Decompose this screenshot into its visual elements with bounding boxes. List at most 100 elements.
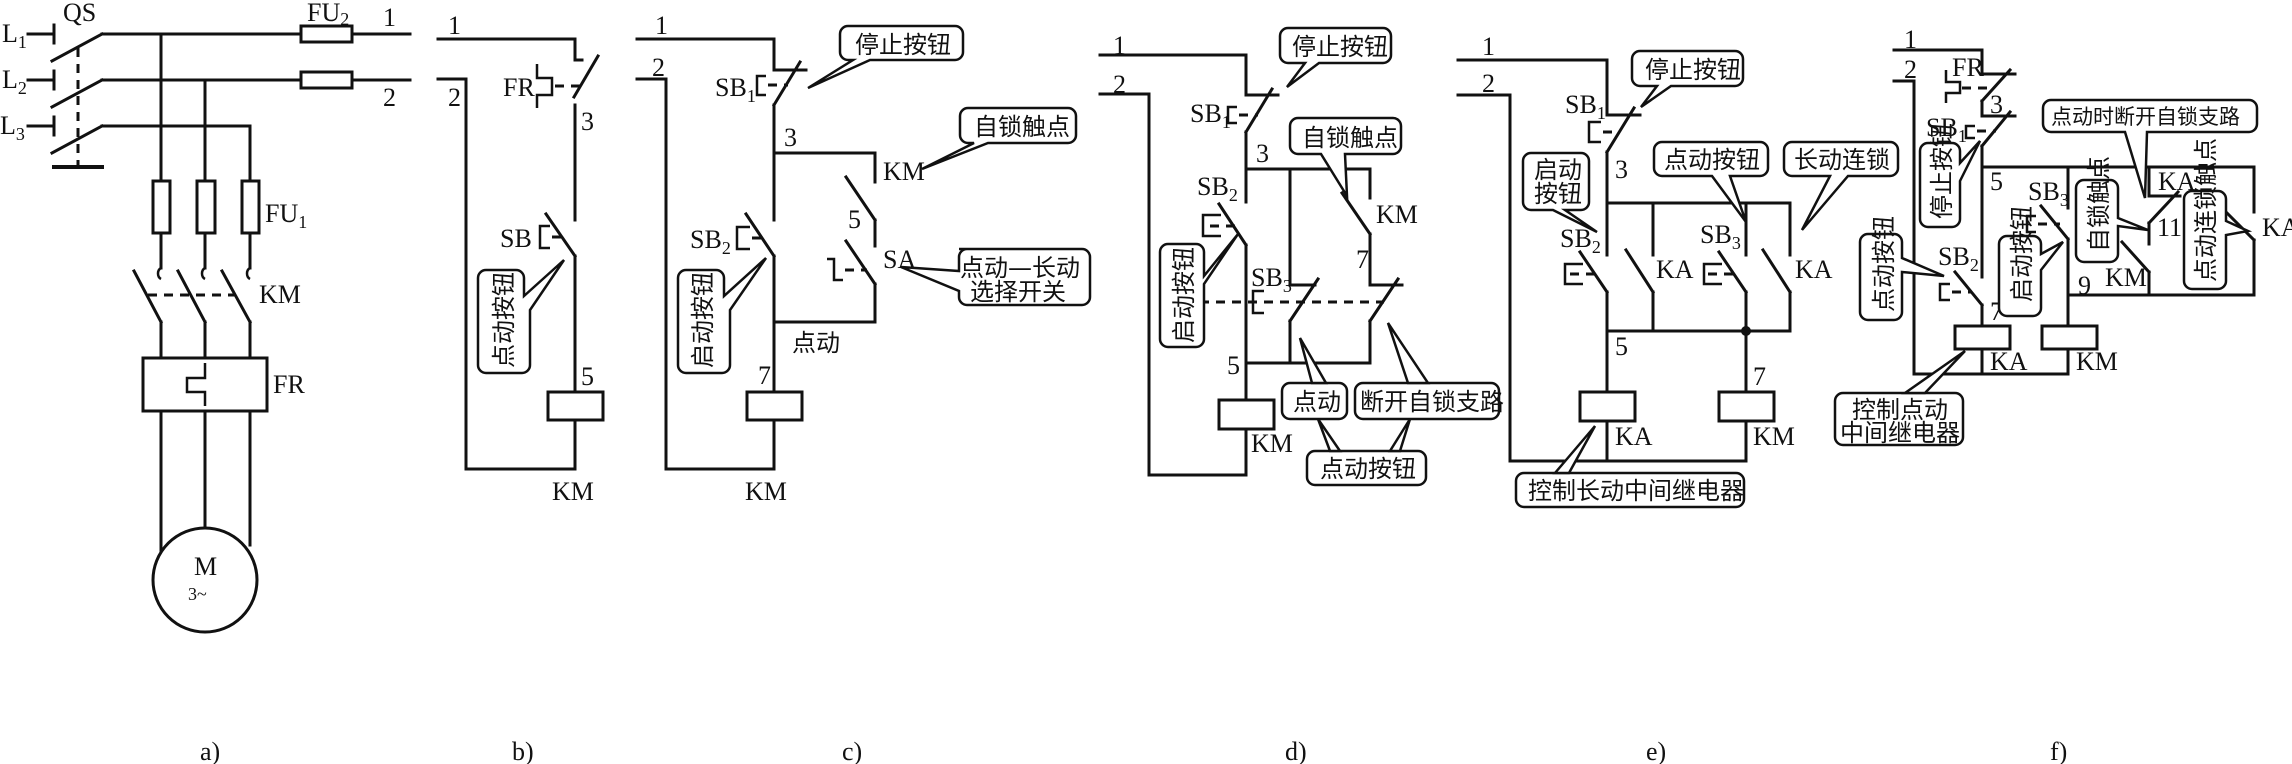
node-1: 1	[1113, 31, 1126, 60]
node-1: 1	[655, 11, 668, 40]
callout-break-f: 点动时断开自锁支路	[2041, 98, 2259, 199]
label-sb3: SB3	[1700, 220, 1741, 253]
callout-stop-f: 停止按钮	[1918, 123, 1982, 229]
km-coil-e	[1717, 390, 1776, 423]
label-km-contact: KM	[1376, 200, 1418, 229]
callout-relay-f: 控制点动 中间继电器	[1833, 349, 1966, 447]
node-1: 1	[1482, 32, 1495, 61]
node-11: 11	[2157, 213, 2182, 242]
label-fr: FR	[1952, 53, 1984, 82]
label-km-a: KM	[259, 280, 301, 309]
panel-e-relay-circuit: 1 2 SB1 3 SB2 KA SB3 KA 5 7 KA KM 停止按钮 启…	[1456, 32, 1900, 764]
svg-text:选择开关: 选择开关	[970, 278, 1066, 306]
callout-start-d: 启动按钮	[1158, 233, 1240, 349]
callout-jog-button-f: 点动按钮	[1858, 216, 1945, 322]
label-km-coil-c: KM	[745, 477, 787, 506]
node-3: 3	[1990, 90, 2003, 119]
node-2: 2	[448, 83, 461, 112]
svg-text:点动连锁触点: 点动连锁触点	[2192, 138, 2220, 282]
label-jog: 点动	[792, 329, 840, 357]
fu1-fuse-2	[195, 179, 217, 235]
svg-text:启动: 启动	[1534, 156, 1582, 184]
caption-a: a)	[200, 737, 220, 764]
node-1: 1	[1904, 25, 1917, 54]
label-ka-coil: KA	[1615, 422, 1653, 451]
label-sb1: SB1	[1565, 90, 1606, 123]
svg-text:停止按钮: 停止按钮	[1645, 56, 1741, 84]
callout-jog-button-d: 点动按钮	[1305, 418, 1428, 487]
svg-text:自锁触点: 自锁触点	[1302, 124, 1398, 152]
callout-start-e: 启动 按钮	[1521, 151, 1598, 234]
svg-text:点动按钮: 点动按钮	[1320, 455, 1416, 483]
callout-interlock-f: 点动连锁触点	[2182, 138, 2253, 291]
callout-selflock-d: 自锁触点	[1288, 116, 1403, 201]
callout-selector-c: 点动—长动 选择开关	[900, 247, 1092, 307]
svg-text:点动按钮: 点动按钮	[1870, 216, 1898, 312]
svg-text:启动按钮: 启动按钮	[1170, 247, 1198, 343]
label-km-coil-b: KM	[552, 477, 594, 506]
label-fr-a: FR	[273, 370, 305, 399]
label-ka-coil: KA	[1990, 347, 2028, 376]
label-sb2: SB2	[1938, 242, 1979, 275]
caption-e: e)	[1646, 737, 1666, 764]
svg-text:控制点动: 控制点动	[1852, 396, 1948, 424]
junction-dot	[1741, 326, 1751, 336]
km-coil-f	[2040, 324, 2099, 351]
svg-text:中间继电器: 中间继电器	[1840, 419, 1960, 447]
label-ka-2: KA	[1795, 255, 1833, 284]
panel-c-selector-circuit: 1 2 SB1 3 KM 5 SA SB2 点动 7 KM 停止按钮 自锁触点 …	[635, 11, 1092, 764]
callout-break-d: 断开自锁支路	[1353, 322, 1504, 421]
label-km-contact: KM	[2105, 263, 2147, 292]
label-l3: L3	[0, 111, 25, 144]
node-5: 5	[1615, 332, 1628, 361]
callout-jog-button-e: 点动按钮	[1652, 140, 1770, 223]
node-3: 3	[1256, 139, 1269, 168]
label-sb2: SB2	[1560, 224, 1601, 257]
km-coil-c	[745, 390, 804, 422]
label-sb3: SB3	[2028, 177, 2069, 210]
label-wire-1: 1	[383, 3, 396, 32]
label-fr: FR	[503, 73, 535, 102]
node-2: 2	[1904, 55, 1917, 84]
callout-selflock-f: 自锁触点	[2074, 156, 2149, 264]
fu2-fuse-2	[299, 70, 354, 90]
label-km-coil: KM	[1753, 422, 1795, 451]
node-2: 2	[1113, 70, 1126, 99]
label-wire-2: 2	[383, 83, 396, 112]
node-1: 1	[448, 11, 461, 40]
svg-text:按钮: 按钮	[1534, 180, 1582, 208]
panel-a-main-circuit: L1 L2 L3 QS FU2 1 2 FU1 K	[0, 0, 412, 764]
node-7: 7	[1753, 362, 1766, 391]
label-km-contact: KM	[883, 157, 925, 186]
label-fu2: FU2	[307, 0, 349, 29]
node-7: 7	[758, 361, 771, 390]
svg-text:自锁触点: 自锁触点	[974, 113, 1070, 141]
svg-text:启动按钮: 启动按钮	[689, 272, 717, 368]
label-sb1: SB1	[1926, 113, 1967, 146]
node-7: 7	[1356, 245, 1369, 274]
svg-text:停止按钮: 停止按钮	[1928, 123, 1956, 219]
ka-coil-e	[1578, 390, 1637, 423]
label-ka-1: KA	[1656, 255, 1694, 284]
node-2: 2	[1482, 69, 1495, 98]
label-l1: L1	[2, 19, 27, 52]
label-fu1: FU1	[265, 199, 307, 232]
label-sb2: SB2	[1197, 172, 1238, 205]
caption-f: f)	[2050, 737, 2067, 764]
label-sb3: SB3	[1251, 263, 1292, 296]
svg-text:停止按钮: 停止按钮	[855, 31, 951, 59]
svg-text:自锁触点: 自锁触点	[2085, 156, 2113, 252]
ka-coil-f	[1953, 324, 2012, 351]
svg-text:点动: 点动	[1293, 388, 1341, 416]
node-9: 9	[2078, 271, 2091, 300]
callout-jog-button-b: 点动按钮	[476, 259, 566, 375]
callout-relay-e: 控制长动中间继电器	[1514, 425, 1746, 509]
km-coil-d	[1217, 398, 1276, 431]
fu1-fuse-3	[240, 179, 261, 235]
label-sb1: SB1	[1190, 99, 1231, 132]
node-3: 3	[1615, 155, 1628, 184]
svg-text:停止按钮: 停止按钮	[1292, 33, 1388, 61]
node-5: 5	[1990, 167, 2003, 196]
km-coil-b	[546, 390, 605, 422]
callout-stop-e: 停止按钮	[1630, 49, 1745, 109]
